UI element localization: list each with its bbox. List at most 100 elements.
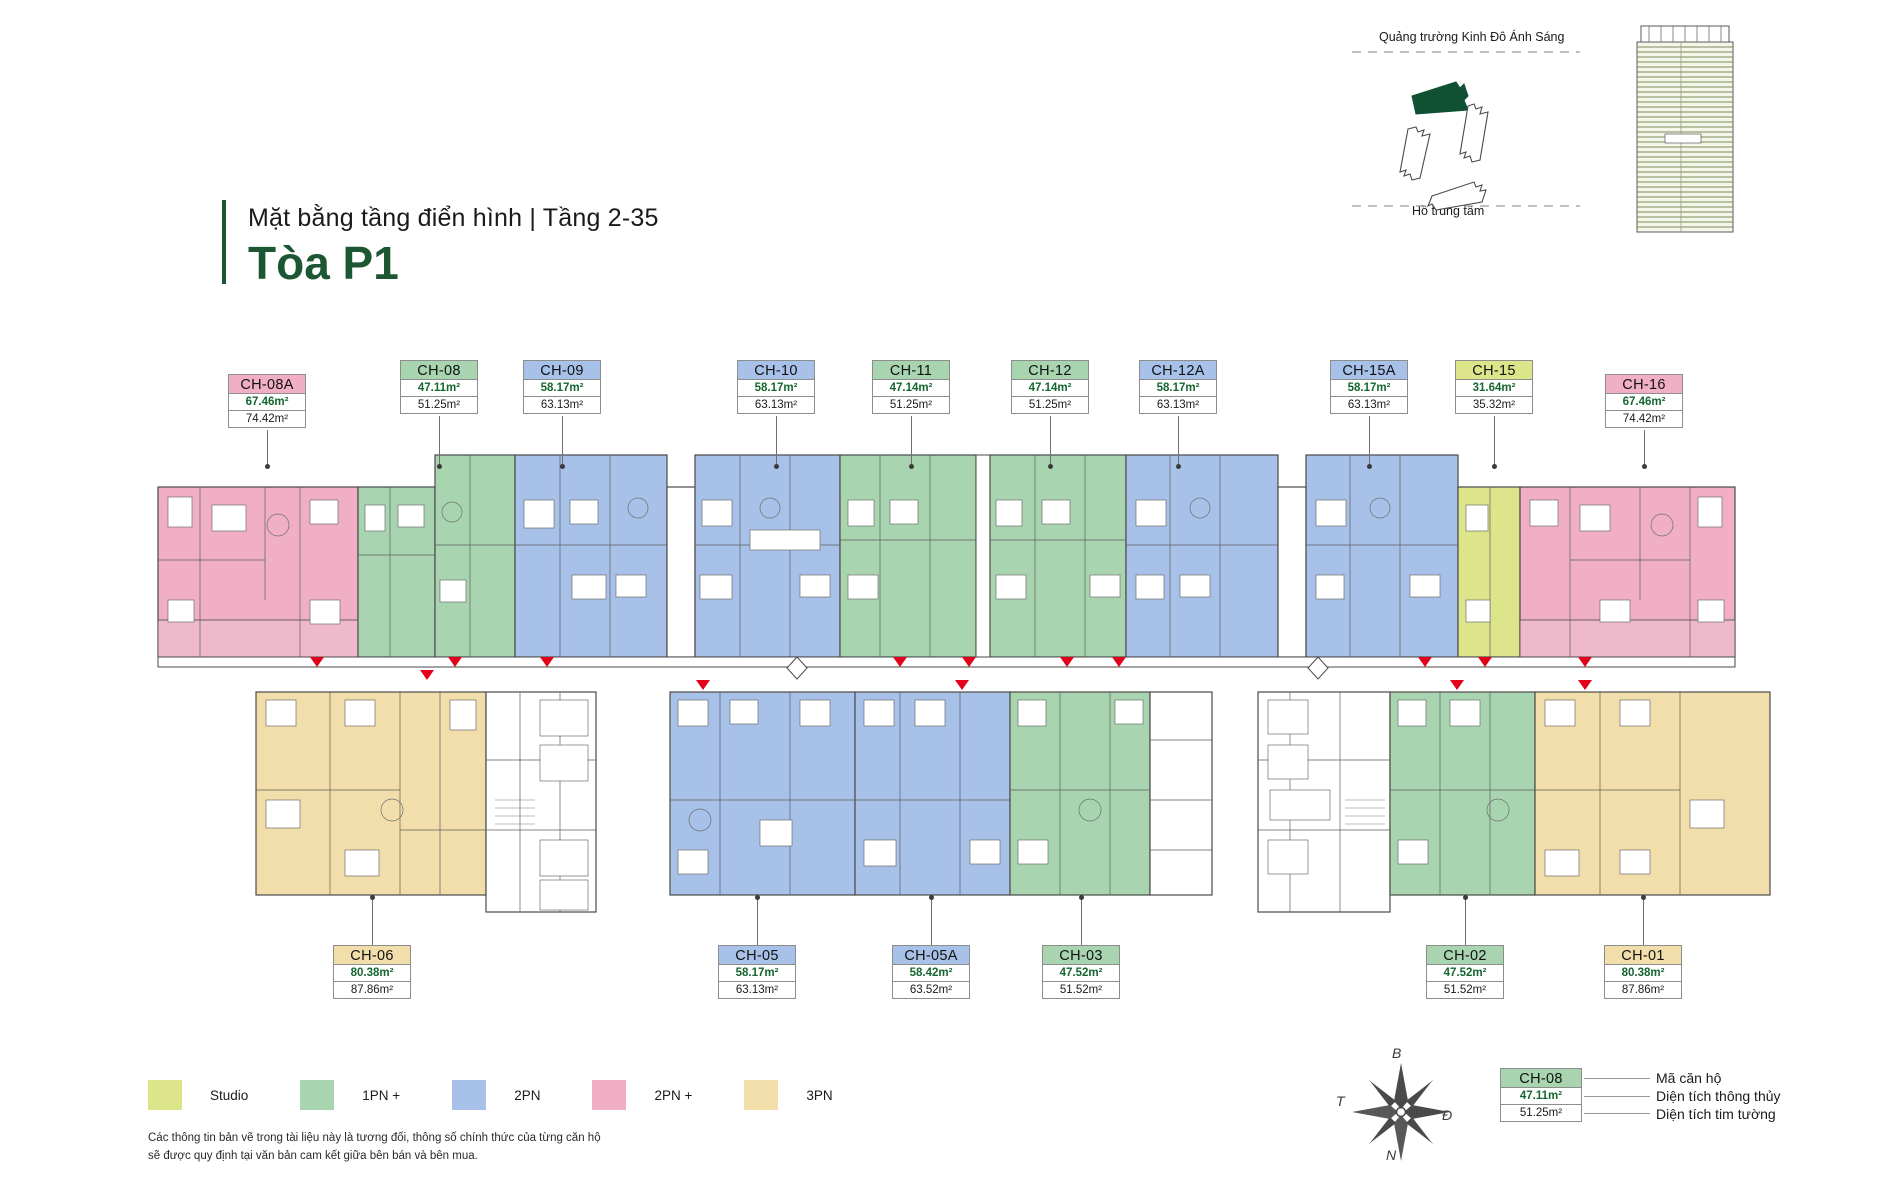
unit-callout-anchor-dot [909, 464, 914, 469]
unit-code: CH-11 [872, 360, 950, 380]
legend-item-2pn: 2PN + [592, 1080, 692, 1110]
plan-bottom-wing [255, 691, 1771, 913]
legend-swatch [592, 1080, 627, 1110]
unit-callout-anchor-dot [437, 464, 442, 469]
unit-gross-area: 51.52m² [1042, 982, 1120, 999]
entry-marker [893, 657, 907, 667]
unit-callout-anchor-dot [1367, 464, 1372, 469]
unit-callout-leader [1050, 416, 1051, 466]
unit-callout-anchor-dot [1176, 464, 1181, 469]
unit-gross-area: 63.13m² [718, 982, 796, 999]
unit-net-area: 58.17m² [737, 380, 815, 397]
unit-callout-anchor-dot [1641, 895, 1646, 900]
footnote-line-2: sẽ được quy định tại văn bản cam kết giữ… [148, 1149, 478, 1162]
unit-callout-leader [372, 898, 373, 945]
unit-net-area: 58.17m² [718, 965, 796, 982]
legend-item-3pn: 3PN [744, 1080, 833, 1110]
unit-code: CH-05 [718, 945, 796, 965]
unit-code: CH-03 [1042, 945, 1120, 965]
site-caption-plaza: Quảng trường Kinh Đô Ánh Sáng [1379, 30, 1565, 44]
unit-net-area: 58.17m² [1330, 380, 1408, 397]
unit-gross-area: 63.13m² [1139, 397, 1217, 414]
entry-marker [1450, 680, 1464, 690]
unit-callout-leader [1465, 898, 1466, 945]
legend-label: 3PN [806, 1087, 833, 1103]
unit-callout-leader [1494, 416, 1495, 466]
unit-callout-leader [439, 416, 440, 466]
legend-item-2pn: 2PN [452, 1080, 540, 1110]
site-caption-lake: Hồ trung tâm [1412, 204, 1485, 218]
unit-callout-anchor-dot [1048, 464, 1053, 469]
unit-gross-area: 63.13m² [523, 397, 601, 414]
unit-callout-leader [911, 416, 912, 466]
site-block-left [1399, 126, 1431, 181]
unit-net-area: 47.52m² [1042, 965, 1120, 982]
unit-callout-anchor-dot [560, 464, 565, 469]
unit-callout-leader [931, 898, 932, 945]
unit-callout-leader [562, 416, 563, 466]
unit-code: CH-08 [400, 360, 478, 380]
unit-code: CH-09 [523, 360, 601, 380]
compass-star-icon [1352, 1063, 1450, 1161]
page-title: Tòa P1 [248, 237, 399, 289]
unit-code: CH-12A [1139, 360, 1217, 380]
unit-gross-area: 63.13m² [737, 397, 815, 414]
unit-net-area: 58.17m² [523, 380, 601, 397]
unit-code: CH-15A [1330, 360, 1408, 380]
unit-gross-area: 51.25m² [1011, 397, 1089, 414]
entry-marker [1478, 657, 1492, 667]
legend-key-gross: 51.25m² [1500, 1105, 1582, 1122]
legend-swatch [300, 1080, 335, 1110]
legend-key-label-code: Mã căn hộ [1656, 1070, 1722, 1086]
plan-corridor [157, 656, 1736, 668]
footnote-line-1: Các thông tin bản vẽ trong tài liệu này … [148, 1132, 601, 1144]
unit-code: CH-16 [1605, 374, 1683, 394]
legend-key-leader-1 [1584, 1078, 1650, 1079]
site-block-right [1459, 103, 1489, 163]
unit-code: CH-10 [737, 360, 815, 380]
entry-marker [1112, 657, 1126, 667]
unit-callout-leader [757, 898, 758, 945]
unit-callout-anchor-dot [1463, 895, 1468, 900]
unit-callout-leader [267, 430, 268, 466]
unit-gross-area: 74.42m² [228, 411, 306, 428]
unit-gross-area: 51.25m² [872, 397, 950, 414]
unit-callout-leader [1643, 898, 1644, 945]
unit-code: CH-12 [1011, 360, 1089, 380]
unit-net-area: 31.64m² [1455, 380, 1533, 397]
entry-marker [696, 680, 710, 690]
legend-label: 2PN + [654, 1087, 693, 1103]
legend-label: Studio [210, 1087, 249, 1103]
entry-marker [448, 657, 462, 667]
unit-callout-anchor-dot [370, 895, 375, 900]
legend-item-1pn: 1PN + [300, 1080, 400, 1110]
entry-marker [1578, 657, 1592, 667]
unit-net-area: 47.11m² [400, 380, 478, 397]
unit-code: CH-01 [1604, 945, 1682, 965]
unit-callout-leader [1644, 430, 1645, 466]
legend-key-net: 47.11m² [1500, 1088, 1582, 1105]
unit-net-area: 67.46m² [228, 394, 306, 411]
site-block-bottom [1426, 181, 1487, 211]
legend-key-label-gross: Diện tích tim tường [1656, 1106, 1776, 1122]
entry-marker [540, 657, 554, 667]
legend-swatch [744, 1080, 779, 1110]
tower-elevation-diagram [1636, 25, 1734, 233]
